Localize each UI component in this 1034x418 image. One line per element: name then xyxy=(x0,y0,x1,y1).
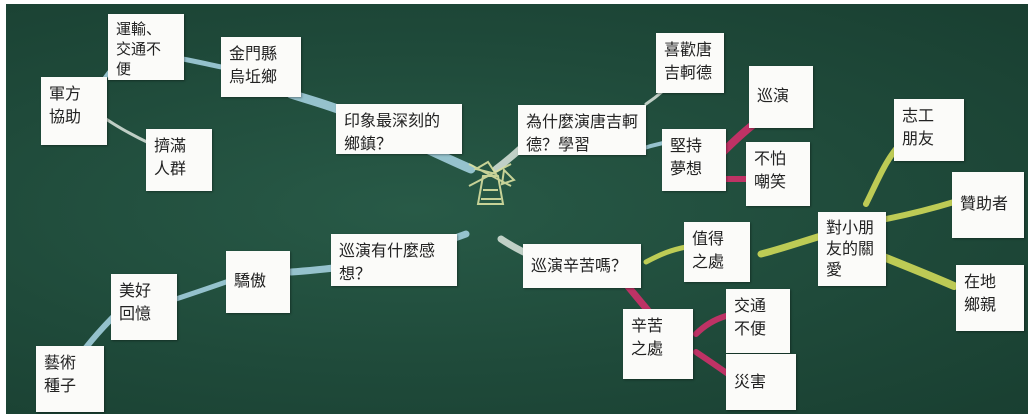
card-tour: 巡演 xyxy=(749,66,813,128)
card-impression: 印象最深刻的 鄉鎮？ xyxy=(336,104,462,154)
branch-line xyxy=(104,117,153,146)
card-kids-love: 對小朋 友的關 愛 xyxy=(818,212,886,286)
card-worth: 值得 之處 xyxy=(684,222,750,282)
card-locals: 在地 鄉親 xyxy=(956,265,1024,331)
card-military: 軍方 協助 xyxy=(41,77,107,145)
card-kinmen: 金門縣 烏坵鄉 xyxy=(221,37,301,97)
card-transport: 運輸、 交通不 便 xyxy=(108,14,184,80)
card-likes: 喜歡唐 吉軻德 xyxy=(656,33,724,93)
card-crowd: 擠滿 人群 xyxy=(146,129,212,191)
card-proud: 驕傲 xyxy=(226,251,290,313)
card-memories: 美好 回憶 xyxy=(111,274,177,340)
card-hardship: 辛苦 之處 xyxy=(623,309,693,379)
branch-line xyxy=(883,199,957,222)
card-persist: 堅持 夢想 xyxy=(662,129,726,191)
branch-line xyxy=(863,146,899,207)
branch-line xyxy=(877,252,958,290)
card-why: 為什麼演唐吉軻 德？學習 xyxy=(518,105,646,155)
branch-line xyxy=(757,232,825,258)
card-not-afraid: 不怕 嘲笑 xyxy=(746,142,810,206)
branch-line xyxy=(643,244,689,265)
windmill-icon xyxy=(468,160,516,205)
card-traffic: 交通 不便 xyxy=(726,289,790,353)
card-seeds: 藝術 種子 xyxy=(36,346,104,412)
card-volunteer: 志工 朋友 xyxy=(894,99,964,161)
chalkboard: 運輸、 交通不 便 金門縣 烏坵鄉 軍方 協助 擠滿 人群 印象最深刻的 鄉鎮？… xyxy=(6,4,1028,414)
branch-line xyxy=(693,313,729,337)
card-sponsor: 贊助者 xyxy=(952,172,1024,238)
card-disaster: 災害 xyxy=(726,354,796,410)
card-feeling: 巡演有什麼感 想？ xyxy=(331,234,457,286)
branch-line xyxy=(173,279,229,302)
card-tiring: 巡演辛苦嗎？ xyxy=(523,244,641,288)
